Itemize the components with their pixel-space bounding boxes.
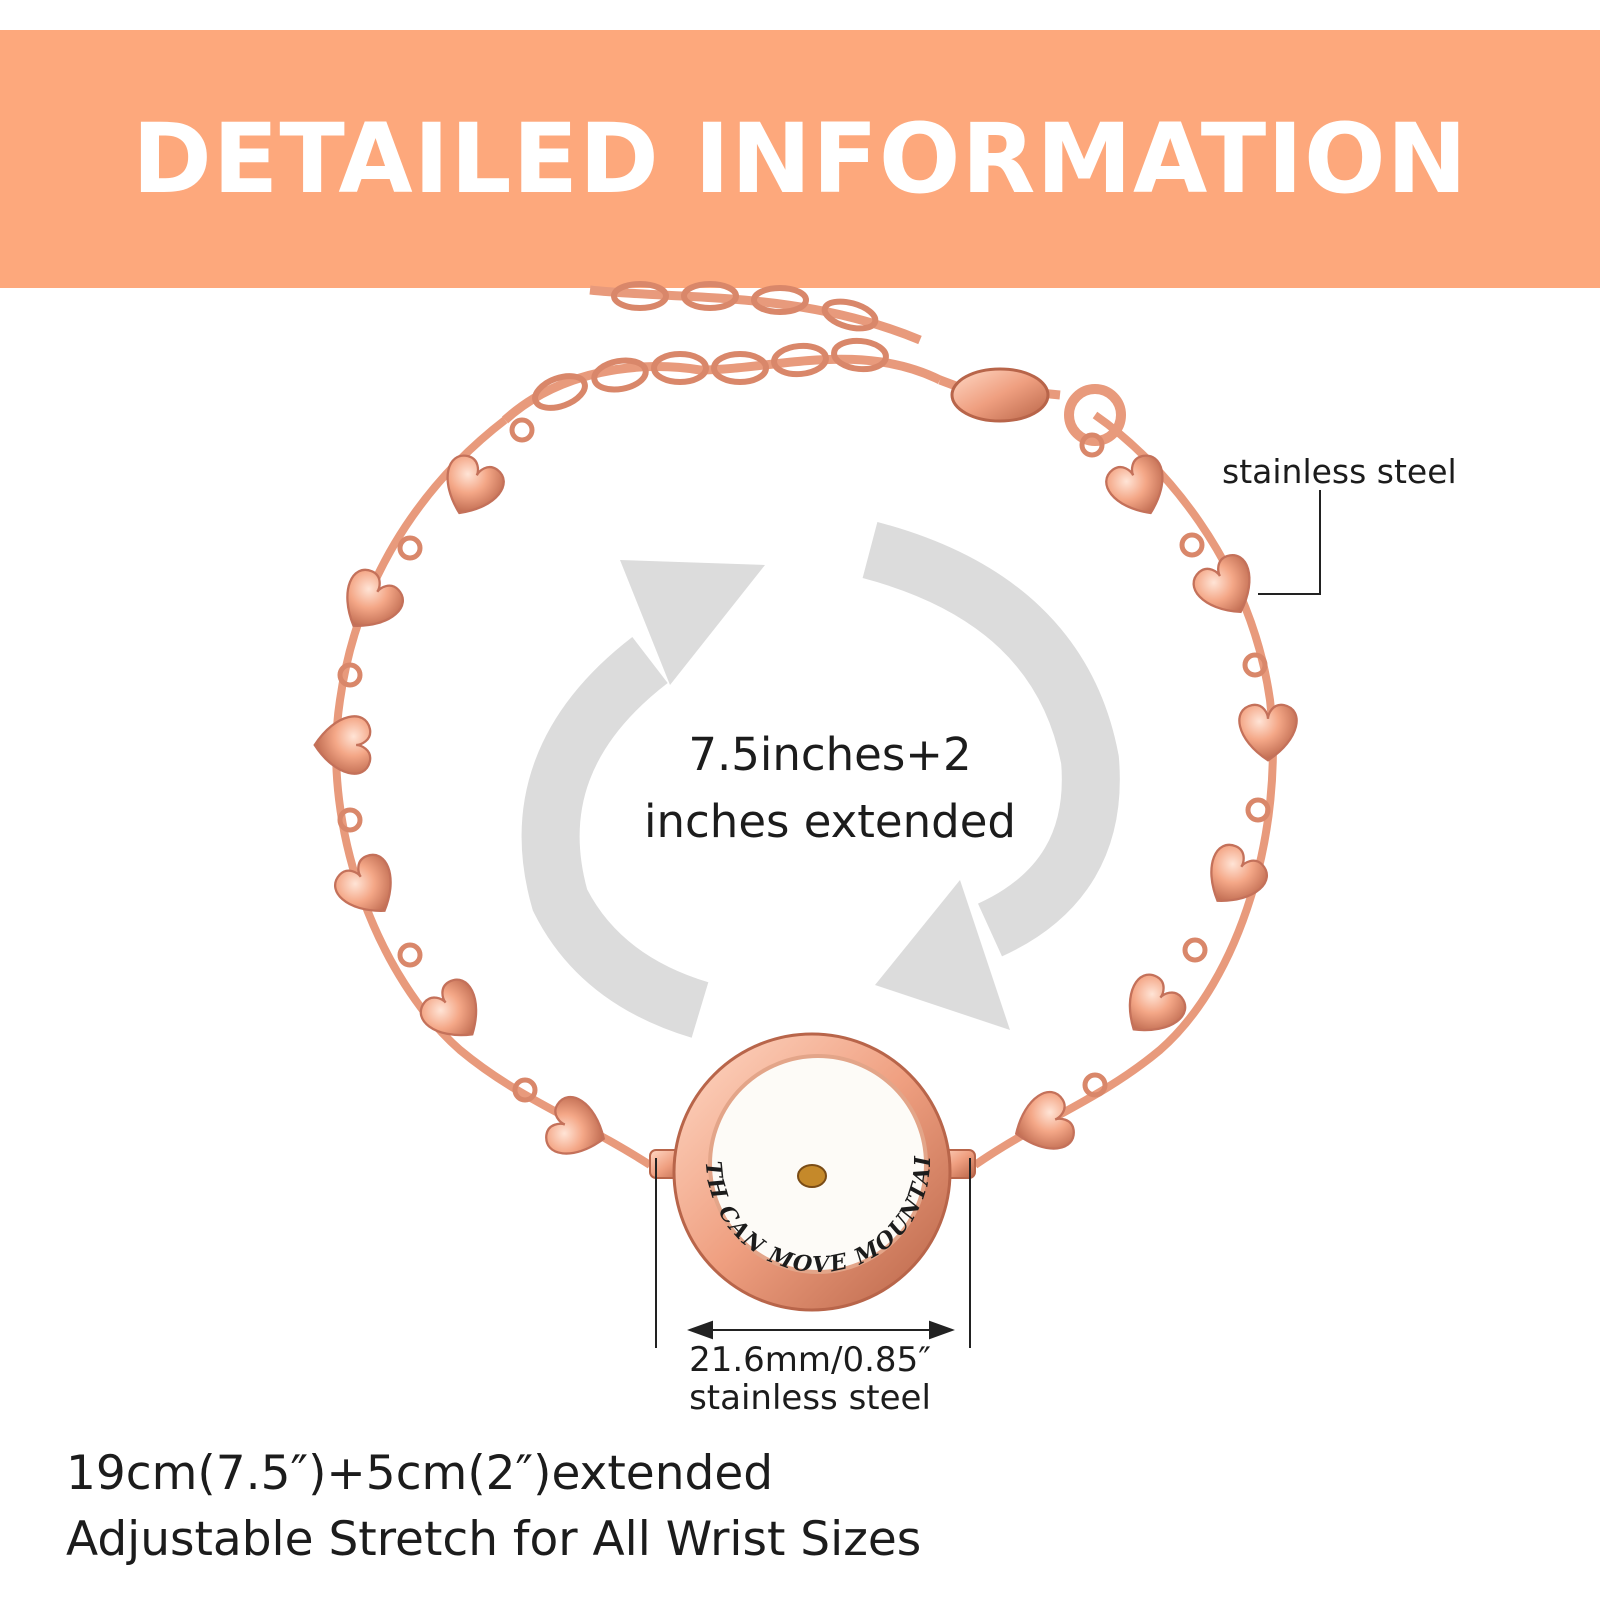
length-text-line1: 7.5inches+2 xyxy=(688,728,972,781)
pendant-material-label: stainless steel xyxy=(689,1378,931,1418)
extension-links xyxy=(532,281,889,411)
size-info-line: 19cm(7.5″)+5cm(2″)extended xyxy=(66,1446,774,1501)
banner-title: DETAILED INFORMATION xyxy=(132,103,1468,215)
callout-line xyxy=(1258,490,1321,595)
length-text-line2: inches extended xyxy=(644,795,1016,848)
mustard-seed xyxy=(797,1164,827,1188)
pendant-size-label: 21.6mm/0.85″ xyxy=(689,1340,931,1380)
dimension-marker xyxy=(655,1158,971,1348)
lobster-clasp xyxy=(950,367,1126,446)
pendant xyxy=(649,1032,976,1312)
header-banner: DETAILED INFORMATION xyxy=(0,30,1600,288)
rotate-arrows-icon xyxy=(521,521,1120,1038)
chain-material-label: stainless steel xyxy=(1222,452,1457,491)
adjustable-info-line: Adjustable Stretch for All Wrist Sizes xyxy=(66,1512,922,1567)
heart-beads xyxy=(313,454,1298,1155)
chain-links xyxy=(337,417,1271,1103)
